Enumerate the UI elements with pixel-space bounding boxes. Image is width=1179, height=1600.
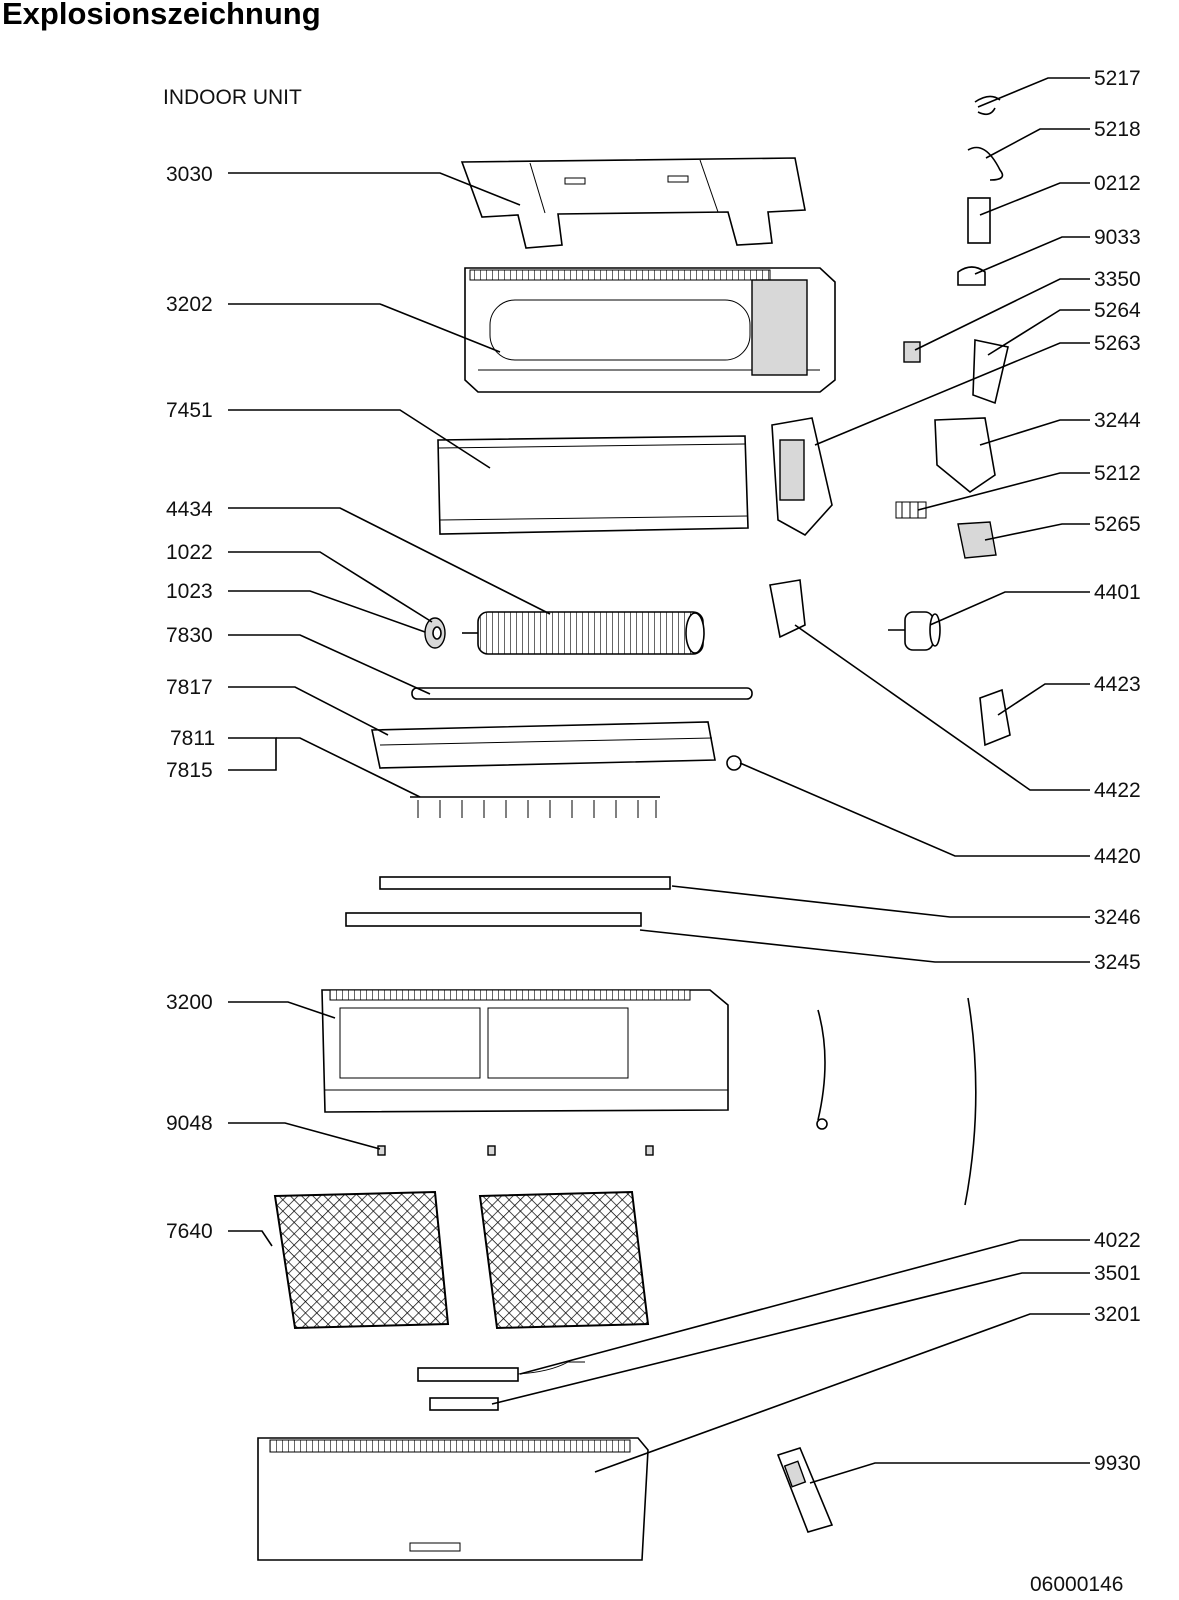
part-label-4401: 4401: [1094, 581, 1141, 604]
page-title: Explosionszeichnung: [2, 0, 321, 31]
cover-5265-drawing: [957, 521, 997, 559]
part-label-9033: 9033: [1094, 226, 1141, 249]
part-label-7451: 7451: [166, 399, 213, 422]
right-part-labels: 5217 5218 0212 9033 3350 5264 5263 3244 …: [1094, 67, 1141, 1475]
wire-drawing: [964, 997, 977, 1206]
part-label-5265: 5265: [1094, 513, 1141, 536]
front-panel-drawing: [257, 1437, 649, 1561]
part-label-1022: 1022: [166, 541, 213, 564]
evaporator-drawing: [437, 435, 749, 535]
left-part-labels: 3030 3202 7451 4434 1022 1023 7830 7817 …: [166, 163, 215, 1243]
part-label-5212: 5212: [1094, 462, 1141, 485]
display-board-drawing: [429, 1397, 499, 1411]
part-label-5217: 5217: [1094, 67, 1141, 90]
cable-drawing: [817, 1009, 826, 1121]
louver-assembly-drawing: [371, 721, 716, 769]
small-part-3350-drawing: [903, 341, 921, 363]
part-label-4022: 4022: [1094, 1229, 1141, 1252]
step-motor-drawing: [726, 755, 742, 771]
part-label-7815: 7815: [166, 759, 213, 782]
chassis-drawing: [464, 267, 836, 393]
part-label-5263: 5263: [1094, 332, 1141, 355]
spring-5212-drawing: [895, 501, 927, 519]
cable-end-drawing: [816, 1118, 828, 1130]
part-label-3030: 3030: [166, 163, 213, 186]
part-label-4420: 4420: [1094, 845, 1141, 868]
part-label-9048: 9048: [166, 1112, 213, 1135]
louver-shaft-drawing: [411, 687, 753, 700]
bracket-0212-drawing: [967, 197, 991, 244]
part-label-4423: 4423: [1094, 673, 1141, 696]
part-label-7811: 7811: [170, 727, 215, 750]
part-label-5218: 5218: [1094, 118, 1141, 141]
part-label-4422: 4422: [1094, 779, 1141, 802]
part-label-7640: 7640: [166, 1220, 213, 1243]
part-label-3244: 3244: [1094, 409, 1141, 432]
louver-blades-drawing: [410, 796, 660, 818]
strip-3245-drawing: [345, 912, 642, 927]
document-number: 06000146: [1030, 1573, 1124, 1596]
part-label-3202: 3202: [166, 293, 213, 316]
fan-motor-drawing: [888, 611, 941, 651]
cross-flow-fan-drawing: [462, 611, 705, 655]
part-label-3501: 3501: [1094, 1262, 1141, 1285]
diagram-subtitle: INDOOR UNIT: [163, 86, 302, 109]
leader-lines: [228, 77, 1090, 1484]
terminal-3244-drawing: [934, 417, 996, 493]
front-frame-drawing: [321, 989, 729, 1113]
air-filter-right-drawing: [478, 1190, 650, 1330]
clamp-9033-drawing: [957, 266, 986, 286]
part-label-5264: 5264: [1094, 299, 1141, 322]
part-label-7830: 7830: [166, 624, 213, 647]
sensor-drawing: [417, 1361, 585, 1382]
part-label-1023: 1023: [166, 580, 213, 603]
part-label-3200: 3200: [166, 991, 213, 1014]
motor-cover-drawing: [769, 579, 806, 639]
strip-3246-drawing: [379, 876, 671, 890]
screws-drawing: [377, 1145, 654, 1156]
part-label-3350: 3350: [1094, 268, 1141, 291]
motor-bracket-4423-drawing: [979, 688, 1011, 747]
part-label-4434: 4434: [166, 498, 213, 521]
mounting-plate-drawing: [460, 157, 806, 249]
part-label-7817: 7817: [166, 676, 213, 699]
part-label-3246: 3246: [1094, 906, 1141, 929]
part-label-0212: 0212: [1094, 172, 1141, 195]
part-label-3245: 3245: [1094, 951, 1141, 974]
part-label-9930: 9930: [1094, 1452, 1141, 1475]
part-label-3201: 3201: [1094, 1303, 1141, 1326]
bearing-drawing: [424, 617, 446, 649]
air-filter-left-drawing: [273, 1190, 450, 1330]
control-box-drawing: [771, 417, 833, 537]
remote-control-drawing: [776, 1447, 834, 1533]
wire-5218-drawing: [967, 146, 1004, 181]
